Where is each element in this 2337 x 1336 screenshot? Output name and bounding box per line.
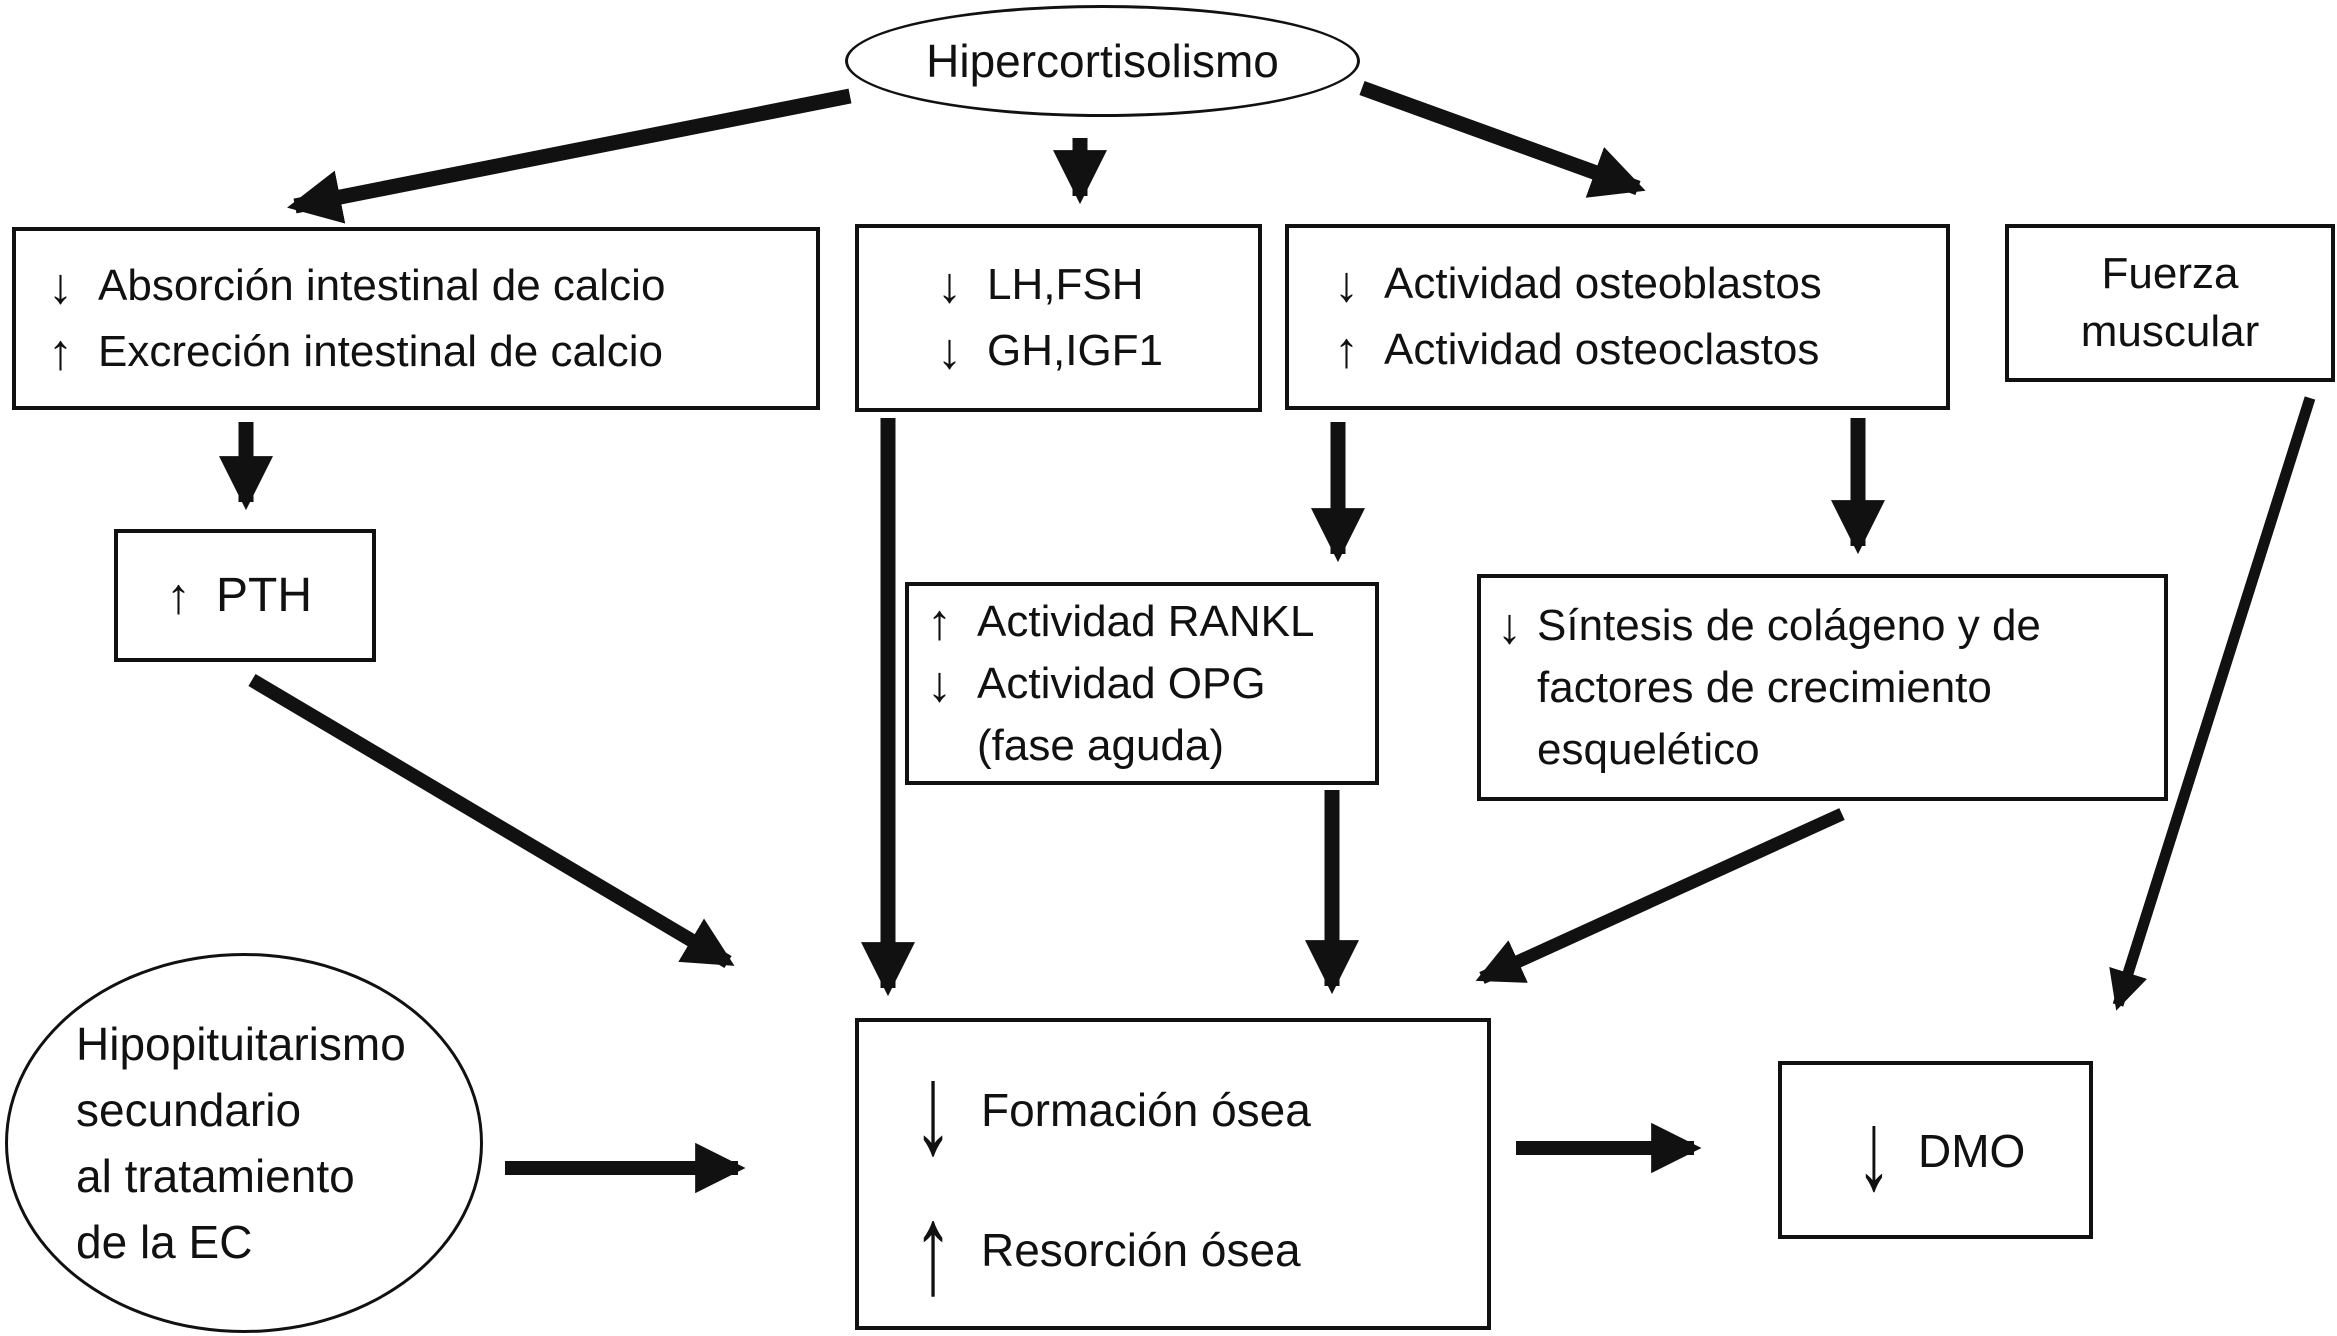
node-line: ↑ Resorción ósea xyxy=(901,1178,1301,1321)
arrow-fuerza-to-dmo xyxy=(2109,396,2316,1011)
node-line: ↓ Absorción intestinal de calcio xyxy=(48,255,816,317)
down-arrow-icon: ↓ xyxy=(1856,1088,1892,1213)
node-line-text: esquelético xyxy=(1537,724,1760,774)
down-arrow-icon: ↓ xyxy=(913,1038,953,1181)
arrow-sintesis-to-remodelado xyxy=(1475,808,1845,984)
node-line: ↓ Formación ósea xyxy=(901,1038,1311,1181)
node-line-text: Actividad osteoblastos xyxy=(1384,259,1822,308)
node-line-text: muscular xyxy=(2080,307,2260,356)
node-line-text: al tratamiento xyxy=(76,1150,355,1202)
node-fuerza-muscular: Fuerza muscular xyxy=(2005,224,2335,382)
node-line-text: secundario xyxy=(76,1084,302,1136)
node-line: ↓ Actividad OPG xyxy=(927,653,1375,715)
node-line-text: GH,IGF1 xyxy=(987,326,1164,375)
node-line-text: Excreción intestinal de calcio xyxy=(98,326,663,376)
node-line-text: Hipopituitarismo xyxy=(76,1018,406,1070)
up-arrow-icon: ↑ xyxy=(927,593,952,650)
node-line: ↑ Actividad RANKL xyxy=(927,591,1375,653)
down-arrow-icon: ↓ xyxy=(937,323,962,379)
node-line: ↑ PTH xyxy=(166,565,372,627)
arrow-hipercortisolismo-to-calcio xyxy=(287,88,852,224)
down-arrow-icon: ↓ xyxy=(927,655,952,712)
node-line: ↓ LH,FSH xyxy=(937,254,1258,316)
node-line-text: DMO xyxy=(1918,1125,2026,1177)
node-line: ↑ Excreción intestinal de calcio xyxy=(48,321,816,383)
node-hipopituitarismo: Hipopituitarismo secundario al tratamien… xyxy=(5,953,483,1333)
node-sintesis-colageno: ↓ Síntesis de colágeno y de factores de … xyxy=(1477,574,2168,801)
node-line-text: Resorción ósea xyxy=(981,1224,1301,1276)
node-line-text: Actividad OPG xyxy=(977,658,1266,708)
node-line-text: (fase aguda) xyxy=(977,720,1225,770)
down-arrow-icon: ↓ xyxy=(48,257,73,314)
up-arrow-icon: ↑ xyxy=(1334,322,1359,378)
node-hipercortisolismo-label: Hipercortisolismo xyxy=(926,35,1279,87)
node-line: factores de crecimiento xyxy=(1497,657,2164,719)
node-line-text: PTH xyxy=(216,568,312,622)
node-line-text: Formación ósea xyxy=(981,1084,1311,1136)
node-line: ↑ Actividad osteoclastos xyxy=(1334,319,1946,381)
node-line-text: Síntesis de colágeno y de xyxy=(1537,600,2041,650)
node-line: ↓ Actividad osteoblastos xyxy=(1334,253,1946,315)
node-line-text: Absorción intestinal de calcio xyxy=(98,260,666,310)
node-line: esquelético xyxy=(1497,719,2164,781)
down-arrow-icon: ↓ xyxy=(1334,256,1359,312)
node-line-text: Fuerza xyxy=(2101,249,2239,298)
node-remodelado-oseo: ↓ Formación ósea ↑ Resorción ósea xyxy=(855,1018,1491,1330)
node-line: ↓ Síntesis de colágeno y de xyxy=(1497,595,2164,657)
node-line-text: Actividad osteoclastos xyxy=(1384,325,1820,374)
node-line: (fase aguda) xyxy=(927,715,1375,777)
arrow-pth-to-remodelado xyxy=(248,673,735,969)
node-rankl-opg: ↑ Actividad RANKL ↓ Actividad OPG (fase … xyxy=(905,582,1379,785)
node-line-text: factores de crecimiento xyxy=(1537,662,1992,712)
node-line-text: de la EC xyxy=(76,1216,253,1268)
up-arrow-icon: ↑ xyxy=(913,1178,953,1321)
node-actividad: ↓ Actividad osteoblastos ↑ Actividad ost… xyxy=(1285,224,1950,410)
node-line-text: LH,FSH xyxy=(987,260,1144,309)
node-line: ↓ GH,IGF1 xyxy=(937,320,1258,382)
arrow-hipercortisolismo-to-actividad xyxy=(1359,80,1646,198)
down-arrow-icon: ↓ xyxy=(937,257,962,313)
down-arrow-icon: ↓ xyxy=(1497,597,1522,654)
up-arrow-icon: ↑ xyxy=(166,567,191,624)
node-calcio: ↓ Absorción intestinal de calcio ↑ Excre… xyxy=(12,227,820,410)
node-dmo: ↓ DMO xyxy=(1778,1061,2093,1239)
node-pth: ↑ PTH xyxy=(114,529,376,662)
up-arrow-icon: ↑ xyxy=(48,323,73,380)
node-hipercortisolismo: Hipercortisolismo xyxy=(845,5,1360,117)
node-hormonas: ↓ LH,FSH ↓ GH,IGF1 xyxy=(855,224,1262,412)
node-line: ↓ DMO xyxy=(1846,1088,2026,1213)
node-line-text: Actividad RANKL xyxy=(977,596,1315,646)
